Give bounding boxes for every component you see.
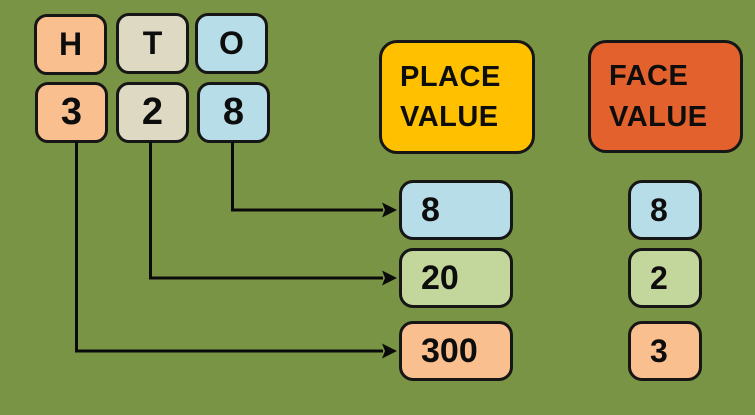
hundreds-digit-card: 3 xyxy=(35,82,108,143)
place-value-header-label: PLACE VALUE xyxy=(400,60,501,133)
place-value-tens: 20 xyxy=(421,258,459,297)
arrowhead-hundreds-icon xyxy=(382,343,397,359)
tens-label: T xyxy=(142,25,163,61)
ones-label: O xyxy=(219,25,244,61)
face-value-header: FACE VALUE xyxy=(588,40,743,153)
place-value-ones-box: 8 xyxy=(399,180,513,240)
place-value-tens-box: 20 xyxy=(399,248,513,308)
face-value-tens-box: 2 xyxy=(628,248,702,308)
face-value-header-label: FACE VALUE xyxy=(609,60,708,133)
hundreds-digit: 3 xyxy=(60,91,83,133)
face-value-ones-box: 8 xyxy=(628,180,702,240)
face-value-hundreds: 3 xyxy=(650,332,668,369)
place-value-header: PLACE VALUE xyxy=(379,40,535,154)
arrow-line-hundreds-to-place-value xyxy=(75,142,383,353)
ones-digit-card: 8 xyxy=(197,82,270,143)
place-value-hundreds-box: 300 xyxy=(399,321,513,381)
face-value-ones: 8 xyxy=(650,191,668,228)
tens-label-card: T xyxy=(116,13,189,74)
arrowhead-ones-icon xyxy=(382,202,397,218)
tens-digit-card: 2 xyxy=(116,82,189,143)
face-value-tens: 2 xyxy=(650,259,668,296)
place-value-hundreds: 300 xyxy=(421,331,478,370)
arrowhead-tens-icon xyxy=(382,270,397,286)
arrow-line-tens-to-place-value xyxy=(149,142,383,280)
hundreds-label-card: H xyxy=(34,14,107,75)
tens-digit: 2 xyxy=(141,91,164,133)
hundreds-label: H xyxy=(58,26,83,62)
place-value-ones: 8 xyxy=(421,190,440,229)
arrow-line-ones-to-place-value xyxy=(231,142,383,212)
ones-digit: 8 xyxy=(222,91,245,133)
face-value-hundreds-box: 3 xyxy=(628,321,702,381)
ones-label-card: O xyxy=(195,13,268,74)
